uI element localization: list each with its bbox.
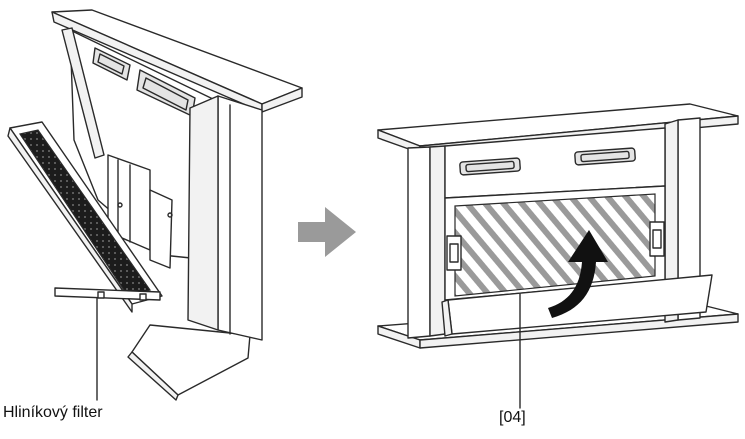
part-number-label: [04]: [499, 409, 526, 426]
curved-arrow-up-icon: [548, 230, 608, 318]
aluminum-filter-label: Hliníkový filter: [3, 404, 103, 421]
